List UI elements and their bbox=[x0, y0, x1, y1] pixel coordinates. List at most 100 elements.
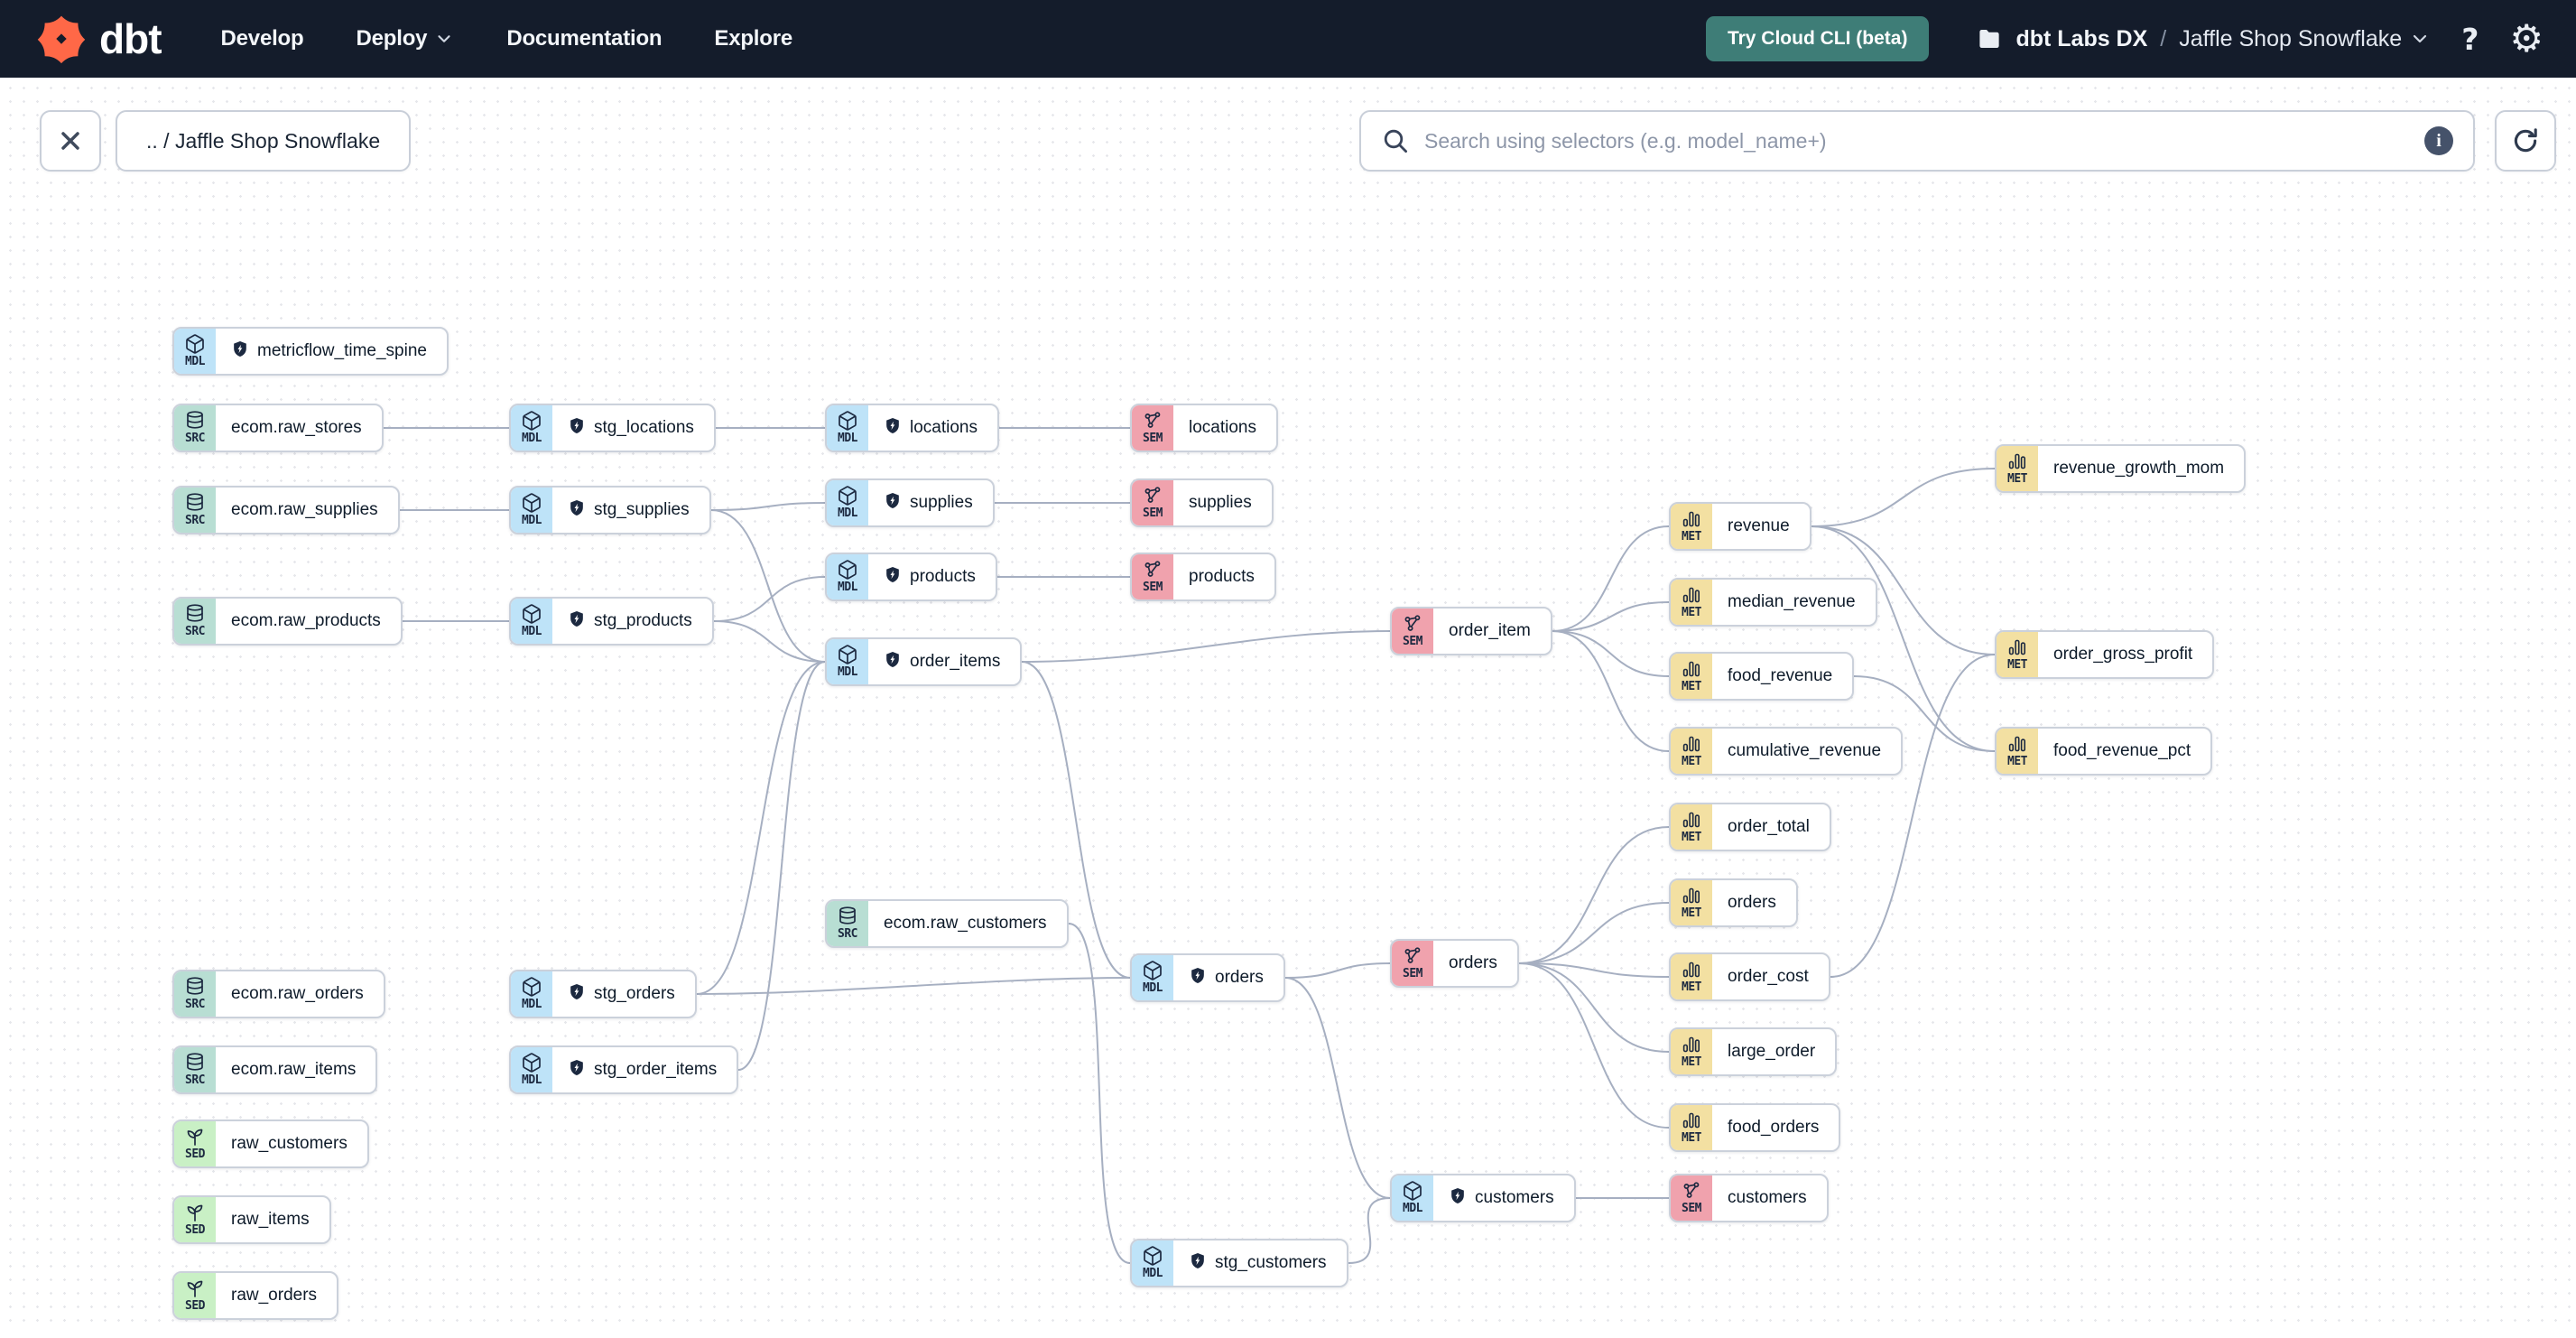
shield-icon bbox=[884, 565, 902, 590]
bar-chart-icon bbox=[1681, 1034, 1702, 1055]
cube-icon bbox=[521, 492, 542, 514]
database-icon bbox=[184, 1052, 206, 1073]
edge-orders_sem-to-food_orders bbox=[1518, 962, 1670, 1129]
bar-chart-icon bbox=[1681, 959, 1702, 980]
dbt-logo[interactable]: dbt bbox=[36, 14, 162, 64]
node-type-label: MET bbox=[2007, 658, 2027, 673]
node-label: food_revenue_pct bbox=[2053, 741, 2191, 760]
met-badge: MET bbox=[1671, 504, 1712, 549]
info-icon[interactable]: i bbox=[2424, 126, 2453, 155]
help-button[interactable]: ? bbox=[2461, 21, 2479, 57]
node-type-label: SRC bbox=[185, 1073, 205, 1088]
search-input[interactable] bbox=[1424, 128, 2410, 153]
met-badge: MET bbox=[1671, 880, 1712, 925]
node-raw_supplies[interactable]: SRC ecom.raw_supplies bbox=[172, 486, 400, 534]
account-name[interactable]: dbt Labs DX bbox=[2015, 25, 2148, 51]
node-label: products bbox=[868, 554, 996, 599]
mdl-badge: MDL bbox=[174, 329, 216, 374]
node-type-label: MDL bbox=[838, 432, 857, 446]
sed-badge: SED bbox=[174, 1197, 216, 1242]
mdl-badge: MDL bbox=[1132, 955, 1173, 1000]
graph-breadcrumb[interactable]: .. / Jaffle Shop Snowflake bbox=[116, 110, 412, 172]
node-type-label: MET bbox=[1682, 1055, 1701, 1070]
nav-link-develop[interactable]: Develop bbox=[220, 26, 304, 51]
bar-chart-icon bbox=[1681, 885, 1702, 906]
sem-badge: SEM bbox=[1132, 480, 1173, 525]
node-label: order_items bbox=[868, 639, 1020, 684]
nav-link-documentation[interactable]: Documentation bbox=[506, 26, 663, 51]
mdl-badge: MDL bbox=[827, 554, 868, 599]
try-cloud-cli-button[interactable]: Try Cloud CLI (beta) bbox=[1705, 16, 1930, 61]
edge-order_item_sem-to-cumulative_revenue bbox=[1552, 630, 1670, 752]
project-selector[interactable]: Jaffle Shop Snowflake bbox=[2179, 26, 2431, 52]
node-label: metricflow_time_spine bbox=[216, 329, 447, 374]
node-label: ecom.raw_supplies bbox=[231, 500, 378, 519]
nav-link-deploy[interactable]: Deploy bbox=[356, 26, 454, 51]
gear-icon[interactable]: ⚙ bbox=[2509, 16, 2544, 60]
semantic-network-icon bbox=[1142, 410, 1163, 432]
node-type-label: MDL bbox=[838, 581, 857, 595]
close-button[interactable] bbox=[40, 110, 101, 172]
node-type-label: MET bbox=[1682, 831, 1701, 845]
cube-icon bbox=[521, 1052, 542, 1073]
node-type-label: MDL bbox=[522, 514, 542, 528]
dbt-logo-icon bbox=[37, 15, 86, 64]
shield-icon bbox=[1189, 966, 1207, 990]
horizontal-scrollbar-track[interactable] bbox=[0, 1325, 2576, 1338]
edge-layer bbox=[383, 426, 1996, 1264]
refresh-button[interactable] bbox=[2495, 110, 2556, 172]
node-type-label: MDL bbox=[838, 506, 857, 521]
database-icon bbox=[184, 603, 206, 625]
mdl-badge: MDL bbox=[827, 480, 868, 525]
node-type-label: SRC bbox=[185, 514, 205, 528]
bar-chart-icon bbox=[1681, 733, 1702, 755]
node-type-label: SRC bbox=[185, 998, 205, 1012]
node-type-label: MDL bbox=[522, 998, 542, 1012]
node-type-label: SEM bbox=[1143, 432, 1163, 446]
cube-icon bbox=[837, 485, 858, 506]
nav-link-explore[interactable]: Explore bbox=[714, 26, 793, 51]
node-products_mdl[interactable]: MDL products bbox=[825, 553, 997, 601]
src-badge: SRC bbox=[174, 599, 216, 644]
node-label: products bbox=[1189, 567, 1255, 586]
